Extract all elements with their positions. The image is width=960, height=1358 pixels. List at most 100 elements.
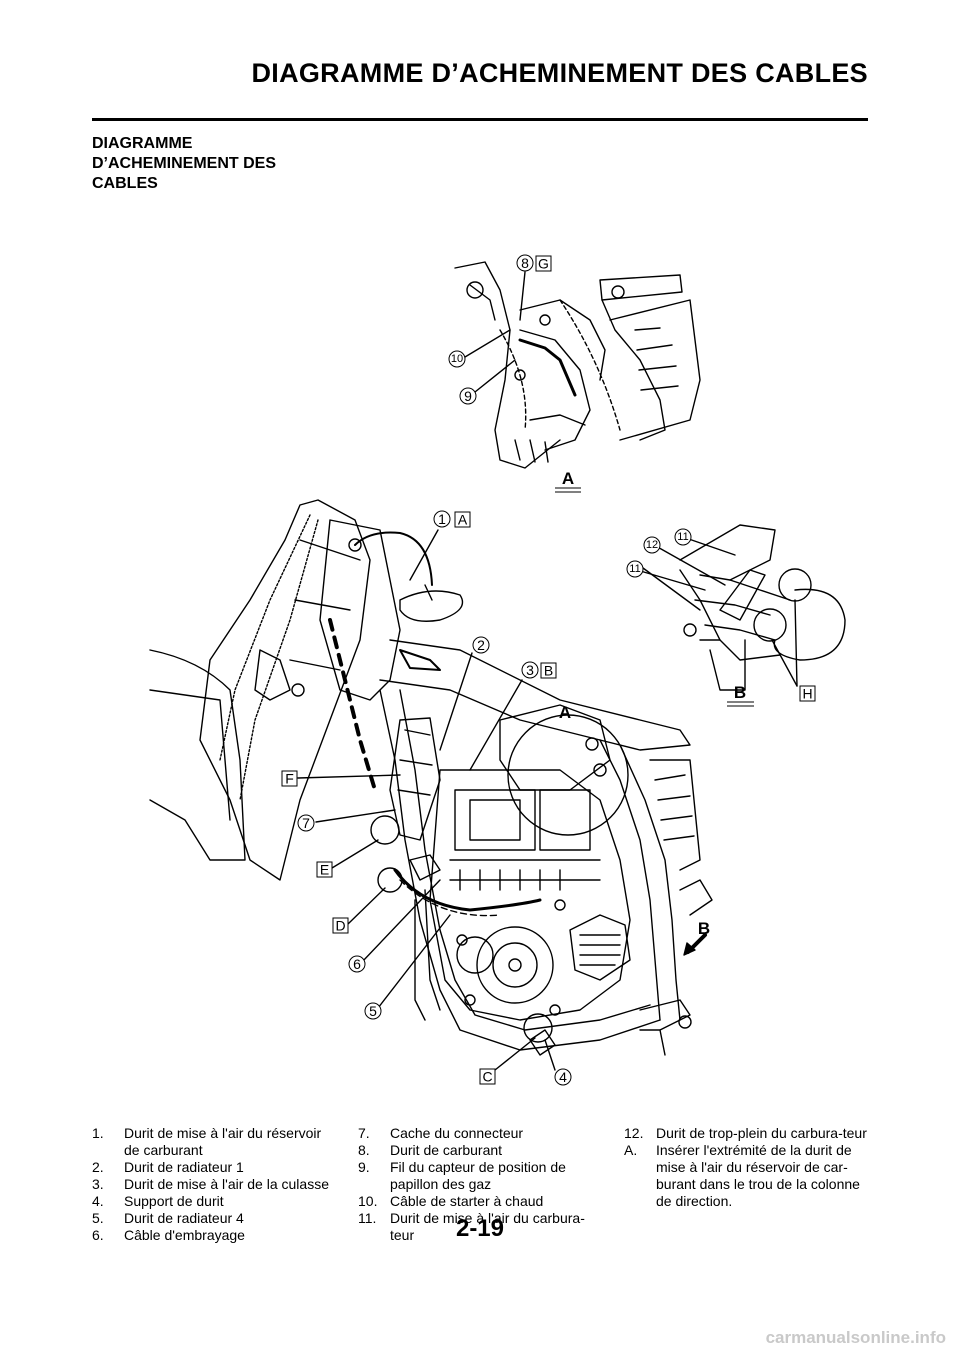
legend-column-3: 12. Durit de trop-plein du carbura-teur A… [624,1125,868,1210]
detail-a-drawing [454,261,701,469]
view-label-b-main: B [698,919,710,938]
leader-line [642,567,701,611]
legend-column-1: 1.Durit de mise à l'air du réservoir de … [92,1125,337,1244]
callout-5: 5 [364,1002,382,1020]
svg-text:6: 6 [353,956,361,972]
svg-text:11: 11 [629,563,640,575]
legend-num: 4. [92,1193,104,1209]
section-title-line: D’ACHEMINEMENT DES [92,155,277,172]
svg-text:C: C [482,1069,492,1085]
highlight-circle-e [370,815,400,845]
svg-text:E: E [320,862,329,878]
leader-line [464,329,511,358]
legend-text: Support de durit [124,1193,224,1209]
callout-box-h: H [799,685,816,702]
leader-line [771,639,798,687]
svg-text:D: D [335,918,345,934]
leader-line [794,599,798,687]
legend-item: 5.Durit de radiateur 4 [92,1210,337,1227]
leader-line [682,536,736,556]
leader-line [474,359,516,393]
svg-text:10: 10 [451,353,463,365]
legend-text: Cache du connecteur [390,1125,524,1141]
legend-item: 3. Durit de mise à l'air de la culasse [92,1176,337,1193]
svg-text:2: 2 [477,637,485,653]
watermark: carmanualsonline.info [765,1328,946,1347]
legend-text: Durit de radiateur 1 [124,1159,244,1175]
legend-num: 12. [624,1125,644,1141]
legend-text: Insérer l'extrémité de la durit de mise … [656,1142,860,1209]
leader-line [409,529,439,581]
leader-line [315,809,396,823]
detail-b-drawing [679,524,846,691]
leader-line [439,652,473,751]
callout-11: 11 [626,560,644,578]
legend-text: Durit de radiateur 4 [124,1210,244,1226]
page-number: 2-19 [455,1215,505,1242]
svg-text:3: 3 [526,662,534,678]
label-underline [727,701,754,707]
callout-11: 11 [674,528,692,546]
legend-item: 11. Durit de mise à l'air du carbura-teur [358,1210,593,1244]
svg-text:9: 9 [464,388,472,404]
callout-3: 3 [521,661,539,679]
legend-item: 1.Durit de mise à l'air du réservoir de … [92,1125,337,1159]
legend-num: 7. [358,1125,370,1141]
leader-line [331,839,379,869]
callout-12: 12 [643,536,661,554]
legend-num: 3. [92,1176,104,1192]
legend-item: 12. Durit de trop-plein du carbura-teur [624,1125,868,1142]
svg-text:G: G [538,256,549,272]
callout-box-d: D [332,917,349,934]
svg-text:7: 7 [302,815,310,831]
callout-box-f: F [281,770,298,787]
main-frame-drawing [149,499,713,1056]
callout-6: 6 [348,955,366,973]
label-underline [555,487,581,493]
svg-text:4: 4 [559,1069,567,1085]
svg-text:H: H [802,686,812,702]
svg-text:B: B [544,663,553,679]
detail-a-circle [507,714,629,836]
legend-text: Câble de starter à chaud [390,1193,544,1209]
legend-item: 7. Cache du connecteur [358,1125,593,1142]
section-title-line: DIAGRAMME [92,135,193,152]
legend-item: 9.Fil du capteur de position de papillon… [358,1159,593,1193]
callout-8: 8 [516,254,534,272]
leader-line [347,887,386,925]
page-header-title: DIAGRAMME D’ACHEMINEMENT DES CABLES [251,58,868,88]
leader-line [519,271,526,321]
callout-box-c: C [479,1068,496,1085]
highlight-circle-d [377,867,403,893]
legend-item: A. Insérer l'extrémité de la durit de mis… [624,1142,868,1210]
legend-text: Durit de mise à l'air de la culasse [124,1176,329,1192]
view-label-b-detail: B [734,683,746,702]
view-label-a-main: A [559,703,571,722]
view-label-a-detail: A [562,469,574,488]
callout-10: 10 [448,350,466,368]
legend-num: 6. [92,1227,104,1243]
leader-line [469,679,523,771]
legend-text: Durit de trop-plein du carbura-teur [656,1125,867,1141]
legend-item: 8.Durit de carburant [358,1142,593,1159]
legend-text: Durit de mise à l'air du carbura-teur [390,1210,585,1243]
legend-text: Câble d'embrayage [124,1227,245,1243]
header-rule [92,118,868,121]
legend-column-2: 7. Cache du connecteur 8.Durit de carbura… [358,1125,593,1244]
legend-num: 8. [358,1142,370,1158]
leader-line [653,544,726,586]
legend-num: 9. [358,1159,370,1175]
legend-text: Durit de mise à l'air du réservoir de ca… [124,1125,322,1158]
highlight-circle-c [523,1013,553,1043]
svg-text:A: A [458,512,468,528]
leader-line [361,879,441,963]
legend-num: 11. [358,1210,377,1226]
legend-num: 2. [92,1159,104,1175]
callout-7: 7 [297,814,315,832]
legend-num: A. [624,1142,638,1158]
legend-item: 6. Câble d'embrayage [92,1227,337,1244]
legend-item: 4. Support de durit [92,1193,337,1210]
callout-4: 4 [554,1068,572,1086]
callout-box-b: B [540,662,557,679]
